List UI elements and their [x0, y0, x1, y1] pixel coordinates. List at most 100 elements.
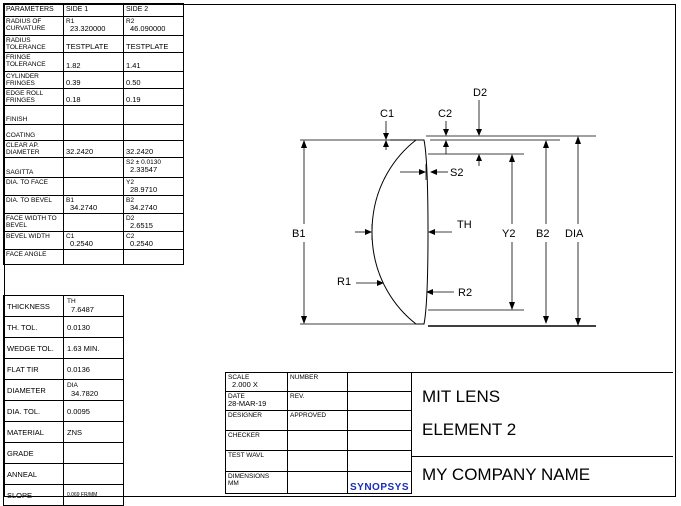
side1-value: 34.2740 [70, 203, 98, 212]
side1-symbol: B1 [66, 197, 74, 204]
param-row: CLEAR AP. DIAMETER 32.2420 32.2420 [3, 140, 184, 158]
lower-label: GRADE [7, 448, 34, 458]
lower-label: SLOPE [7, 490, 33, 500]
side2-value: 1.41 [126, 61, 141, 70]
side1-value: 0.2540 [70, 239, 93, 248]
side2-symbol: C2 [126, 233, 135, 240]
param-label: BEVEL WIDTH [6, 233, 50, 240]
title-area: MIT LENS ELEMENT 2 MY COMPANY NAME [411, 372, 673, 493]
label-d2: D2 [473, 87, 487, 99]
param-label: CLEAR AP. DIAMETER [6, 142, 40, 156]
synopsys-logo: SYNOPSYS [350, 482, 410, 493]
side1-value: 0.18 [66, 95, 81, 104]
param-label: FRINGE TOLERANCE [6, 54, 46, 68]
date-cell: DATE 28-MAR-19 [225, 391, 288, 411]
lower-row: WEDGE TOL.1.63 MIN. [3, 337, 124, 359]
side2-symbol: S2 ± 0.0130 [126, 159, 162, 166]
side1-value: 32.2420 [66, 147, 94, 156]
dimensions-cell: DIMENSIONS MM [225, 471, 288, 494]
side1-value: 23.320000 [70, 24, 106, 33]
test-wavl-extra-cell [346, 450, 413, 472]
lens-outline [371, 139, 429, 325]
dimensions-value-cell [287, 471, 348, 494]
lower-value-cell: 0.0095 [63, 400, 124, 422]
title-block-grid: SCALE 2.000 X NUMBER DATE 28-MAR-19 REV.… [225, 372, 413, 494]
side2-value: 0.2540 [130, 239, 153, 248]
side2-value: 2.33547 [130, 165, 158, 174]
param-label: RADIUS TOLERANCE [6, 37, 46, 51]
title-block: SCALE 2.000 X NUMBER DATE 28-MAR-19 REV.… [225, 372, 673, 494]
rev-cell: REV. [287, 391, 348, 411]
lower-value: ZNS [67, 427, 82, 437]
title-lens: MIT LENS [422, 387, 501, 406]
param-row: FINISH [3, 105, 184, 125]
side2-symbol: B2 [126, 197, 134, 204]
lower-value: 7.6487 [71, 305, 94, 314]
label-r1: R1 [337, 276, 351, 288]
test-wavl-value-cell [287, 450, 348, 472]
param-label: RADIUS OF CURVATURE [6, 18, 46, 32]
approved-value-cell [346, 410, 413, 431]
side2-symbol: D2 [126, 215, 135, 222]
param-label: COATING [6, 132, 36, 139]
label-b1: B1 [292, 228, 305, 240]
side2-value: 0.50 [126, 78, 141, 87]
title-element: ELEMENT 2 [422, 420, 517, 439]
lower-label: DIA. TOL. [7, 406, 41, 416]
label-s2: S2 [450, 167, 463, 179]
lower-value: 0.0136 [67, 364, 90, 374]
param-row: FACE ANGLE [3, 249, 184, 265]
lower-value: 0.0130 [67, 322, 90, 332]
side2-value: TESTPLATE [126, 42, 169, 51]
rev-value-cell [346, 391, 413, 411]
lower-label: FLAT TIR [7, 364, 39, 374]
lower-label: DIAMETER [7, 385, 46, 395]
parameter-table: PARAMETERS SIDE 1 SIDE 2 RADIUS OF CURVA… [3, 3, 184, 265]
lower-row: FLAT TIR 0.0136 [3, 358, 124, 380]
side1-value: 0.39 [66, 78, 81, 87]
lower-label: THICKNESS [7, 301, 50, 311]
side2-value: 2.6515 [130, 221, 153, 230]
approved-cell: APPROVED [287, 410, 348, 431]
company-name: MY COMPANY NAME [422, 465, 591, 484]
param-label: FINISH [6, 116, 28, 123]
checker-cell: CHECKER [225, 430, 288, 451]
test-wavl-cell: TEST WAVL [225, 450, 288, 472]
lower-value: 0.069 FR/MM [67, 492, 98, 498]
side2-symbol: Y2 [126, 179, 134, 186]
param-label: CYLINDER FRINGES [6, 73, 39, 87]
side2-value: 0.19 [126, 95, 141, 104]
param-label: SAGITTA [6, 169, 34, 176]
lower-label: TH. TOL. [7, 322, 38, 332]
side2-value: 28.9710 [130, 185, 158, 194]
lower-value: 34.7820 [71, 389, 99, 398]
side1-value: 1.82 [66, 61, 81, 70]
param-row: CYLINDER FRINGES 0.39 0.50 [3, 71, 184, 89]
lower-row: ANNEAL [3, 463, 124, 485]
lower-symbol: TH [67, 298, 76, 305]
side2-value: 32.2420 [126, 147, 154, 156]
label-th: TH [457, 219, 472, 231]
side1-value: TESTPLATE [66, 42, 109, 51]
label-dia: DIA [565, 228, 584, 240]
number-cell: NUMBER [287, 372, 348, 392]
number-value-cell [346, 372, 413, 392]
label-r2: R2 [458, 287, 472, 299]
param-row: COATING [3, 124, 184, 141]
param-label: FACE WIDTH TO BEVEL [6, 215, 57, 229]
param-label: DIA. TO BEVEL [6, 197, 53, 204]
side2-value: 34.2740 [130, 203, 158, 212]
lower-label: ANNEAL [7, 469, 38, 479]
label-b2: B2 [536, 228, 549, 240]
designer-cell: DESIGNER [225, 410, 288, 431]
